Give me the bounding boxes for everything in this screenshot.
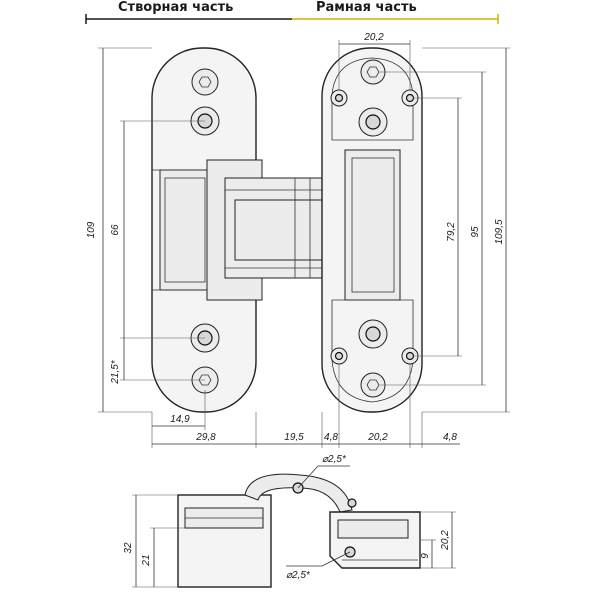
dimension-20-2-bottom: 20,2 bbox=[339, 364, 411, 448]
dimension-66: 66 bbox=[110, 120, 205, 339]
frame-screw-top-round bbox=[358, 107, 388, 137]
dimension-20-2-side: 20,2 bbox=[420, 511, 456, 569]
dim-label-4-8-right: 4,8 bbox=[443, 432, 457, 443]
dim-label-21: 21 bbox=[141, 554, 152, 566]
dim-label-95: 95 bbox=[470, 226, 481, 238]
dim-label-4-8-left: 4,8 bbox=[324, 432, 338, 443]
side-pivot-small bbox=[347, 498, 357, 508]
dim-label-29-8: 29,8 bbox=[195, 432, 216, 443]
dimension-95: 95 bbox=[380, 71, 486, 386]
dim-label-66: 66 bbox=[110, 224, 121, 236]
dim-label-dia-top: ⌀2,5* bbox=[322, 454, 347, 465]
dim-label-14-9: 14,9 bbox=[170, 414, 190, 425]
dimension-21: 21 bbox=[141, 527, 185, 587]
dim-label-109: 109 bbox=[86, 221, 97, 238]
frame-adjust-screw-bottom-left bbox=[330, 347, 348, 365]
frame-screw-bottom-round bbox=[358, 319, 388, 349]
leaf-inner-plate bbox=[159, 169, 211, 291]
dimension-32: 32 bbox=[123, 494, 178, 588]
frame-part-view bbox=[321, 47, 423, 413]
dim-label-20-2-bottom: 20,2 bbox=[367, 432, 388, 443]
dimension-19-5: 19,5 bbox=[256, 412, 323, 448]
dimension-4-8-right: 4,8 bbox=[410, 412, 460, 448]
dim-label-32: 32 bbox=[123, 542, 134, 554]
dim-label-dia-bottom: ⌀2,5* bbox=[286, 570, 311, 581]
dim-label-79-2: 79,2 bbox=[446, 222, 457, 242]
dim-label-21-5: 21,5* bbox=[110, 359, 121, 384]
leaf-screw-top-hex bbox=[191, 68, 219, 96]
dim-label-9: 9 bbox=[420, 553, 431, 559]
leaf-inner-recess bbox=[164, 177, 206, 283]
frame-bottom-mechanism-outline bbox=[331, 299, 414, 403]
side-frame-insert bbox=[337, 519, 409, 539]
dim-label-19-5: 19,5 bbox=[284, 432, 304, 443]
dimension-14-9: 14,9 bbox=[151, 390, 206, 448]
hinge-side-view bbox=[177, 473, 421, 588]
header-leaf-part: Створная часть bbox=[118, 0, 234, 15]
dimension-109: 109 bbox=[86, 47, 152, 413]
dimension-4-8-left: 4,8 bbox=[322, 364, 340, 448]
dimension-9: 9 bbox=[420, 539, 436, 569]
dimension-dia-top: ⌀2,5* bbox=[297, 454, 350, 489]
dim-label-20-2-side: 20,2 bbox=[440, 530, 451, 551]
dimension-29-8: 29,8 bbox=[152, 412, 257, 448]
leaf-part-view bbox=[151, 47, 257, 413]
dim-label-109-5: 109,5 bbox=[494, 219, 505, 244]
header-frame-part: Рамная часть bbox=[316, 0, 417, 15]
dimension-20-2-top: 20,2 bbox=[338, 32, 411, 90]
frame-inner-recess bbox=[351, 157, 395, 293]
dimension-109-5: 109,5 bbox=[422, 47, 510, 413]
frame-inner-slot bbox=[344, 149, 401, 301]
dimension-79-2: 79,2 bbox=[413, 97, 462, 357]
dimension-21-5: 21,5* bbox=[110, 338, 205, 385]
dim-label-20-2-top: 20,2 bbox=[363, 32, 384, 43]
dimension-dia-bottom: ⌀2,5* bbox=[286, 551, 351, 581]
side-arm bbox=[244, 473, 353, 513]
frame-adjust-screw-top-left bbox=[330, 89, 348, 107]
